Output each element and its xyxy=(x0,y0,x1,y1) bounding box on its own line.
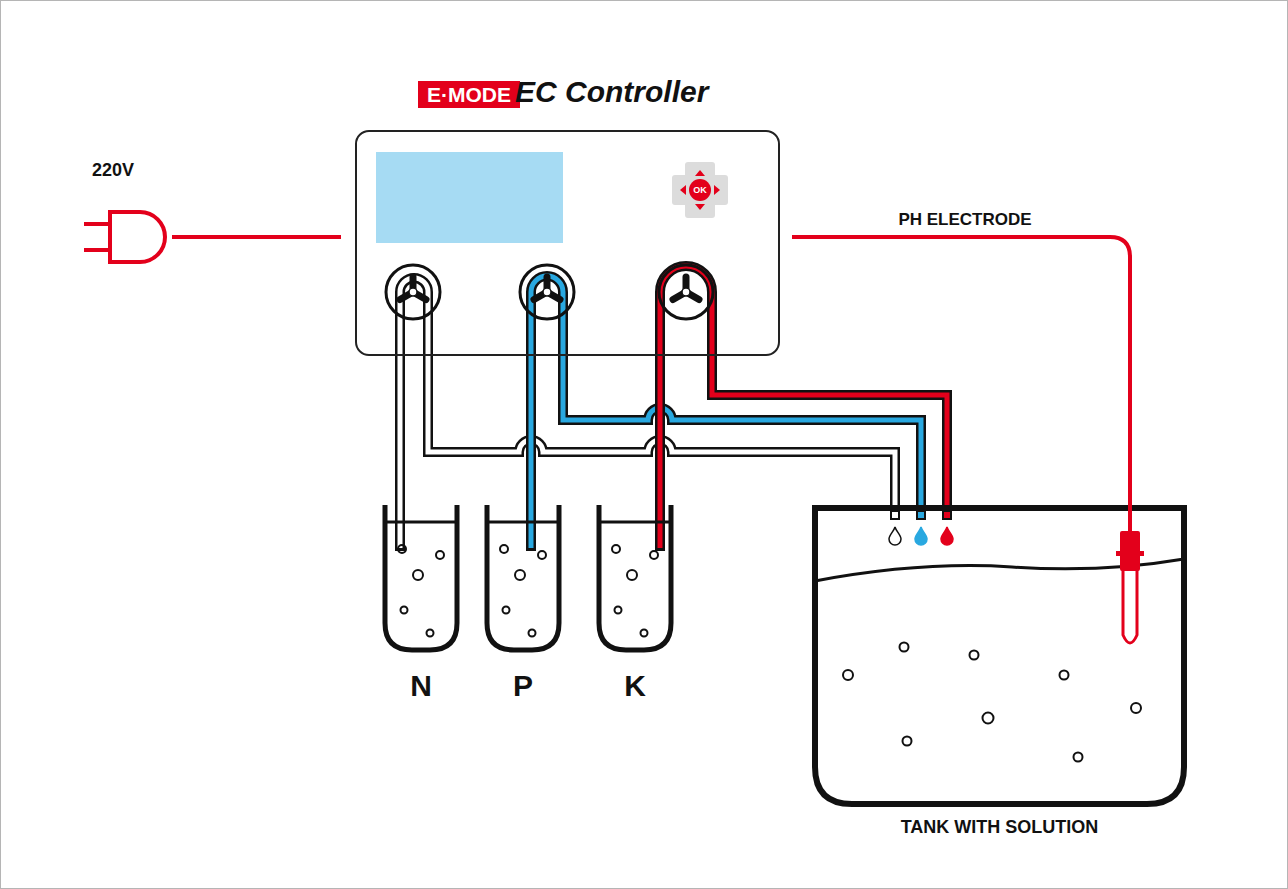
bubble xyxy=(500,545,508,553)
nutrient-beaker: N xyxy=(382,505,460,705)
nutrient-beaker: K xyxy=(596,505,674,705)
beaker-illustration xyxy=(382,505,460,653)
bubble xyxy=(413,570,423,580)
nutrient-label: P xyxy=(484,669,562,703)
bubble xyxy=(650,551,658,559)
drop-icon xyxy=(915,527,927,545)
tube-end xyxy=(395,505,405,551)
tube-end xyxy=(529,505,534,548)
electrode-collar xyxy=(1116,551,1144,556)
pump-housing xyxy=(386,265,440,319)
bubble xyxy=(615,607,622,614)
display-screen xyxy=(376,152,563,243)
bubble xyxy=(627,570,637,580)
nutrient-label: K xyxy=(596,669,674,703)
bubble xyxy=(1074,753,1083,762)
controller-panel xyxy=(355,70,780,356)
tube-end xyxy=(655,505,665,551)
ok-button xyxy=(689,179,711,201)
dpad-arrow xyxy=(695,170,705,176)
liquid-level xyxy=(385,521,457,524)
power-cord xyxy=(172,235,341,239)
bubble xyxy=(401,607,408,614)
dpad xyxy=(675,165,725,215)
connector-label: PH ELECTRODE xyxy=(895,210,1034,230)
tube-outline xyxy=(660,266,947,505)
pump-hub xyxy=(409,288,417,296)
dosing-tube xyxy=(660,266,947,505)
liquid-level xyxy=(487,521,559,524)
nutrient-label: N xyxy=(382,669,460,703)
bubble xyxy=(515,570,525,580)
pump-housing xyxy=(520,265,574,319)
electrode-bulb xyxy=(1123,565,1137,643)
nozzle xyxy=(943,511,951,519)
plug-prong xyxy=(84,248,110,252)
plug-prong xyxy=(84,222,110,226)
voltage-label: 220V xyxy=(92,161,134,179)
bubble xyxy=(641,630,648,637)
electrode-cable xyxy=(1128,505,1132,531)
tube-end xyxy=(398,505,403,548)
dpad-arrow xyxy=(714,185,720,195)
bubble xyxy=(612,545,620,553)
controller-unit: EC Controller xyxy=(355,70,780,356)
bubble xyxy=(843,670,853,680)
beaker-outline xyxy=(487,505,559,650)
pump-hub xyxy=(682,288,690,296)
bubble xyxy=(1131,703,1141,713)
nozzle xyxy=(891,511,899,519)
bubble xyxy=(1060,671,1069,680)
beaker-outline xyxy=(385,505,457,650)
controller-heading: EC Controller xyxy=(515,72,708,112)
bubble xyxy=(970,651,979,660)
dpad-arrow xyxy=(695,204,705,210)
bubble xyxy=(983,713,994,724)
bubble xyxy=(900,643,909,652)
cable-line xyxy=(792,237,1130,505)
brand-logo: E·MODE xyxy=(418,81,520,108)
beaker-illustration xyxy=(484,505,562,653)
bubble xyxy=(503,607,510,614)
tank-outline xyxy=(815,508,1184,804)
ok-button-label: OK xyxy=(693,186,707,195)
nozzle xyxy=(917,511,925,519)
solution-tank: TANK WITH SOLUTION xyxy=(812,505,1187,845)
logo-text: E·MODE xyxy=(427,81,511,108)
beaker-illustration xyxy=(596,505,674,653)
bubble xyxy=(427,630,434,637)
drop-icon xyxy=(941,527,953,545)
bubble xyxy=(903,737,912,746)
beaker-outline xyxy=(599,505,671,650)
nutrient-beaker: P xyxy=(484,505,562,705)
bubble xyxy=(398,545,406,553)
electrode-cable xyxy=(792,237,1130,505)
bubble xyxy=(529,630,536,637)
liquid-level xyxy=(599,521,671,524)
pump-housing xyxy=(659,265,713,319)
pump-hub xyxy=(543,288,551,296)
drop-icon xyxy=(889,527,901,545)
tank-label: TANK WITH SOLUTION xyxy=(812,815,1187,839)
tube-end xyxy=(658,505,663,548)
dpad-arrow xyxy=(680,185,686,195)
bubble xyxy=(436,551,444,559)
tank-illustration xyxy=(812,505,1187,807)
tube-core xyxy=(660,266,947,505)
tube-end xyxy=(526,505,536,551)
plug-body xyxy=(110,212,165,262)
bubble xyxy=(538,551,546,559)
